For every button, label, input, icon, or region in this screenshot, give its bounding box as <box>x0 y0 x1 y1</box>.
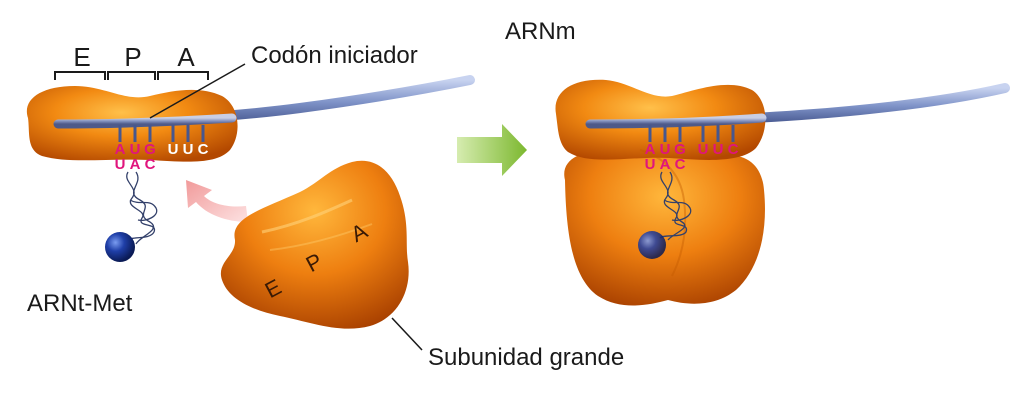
trna-structure-left <box>122 172 157 244</box>
anticodon-base-left-1: U <box>112 157 128 172</box>
codon-base-left-2: U <box>127 142 143 157</box>
anticodon-base-right-2: A <box>657 157 673 172</box>
met-ball-left <box>105 232 135 262</box>
subunidad-leader-line <box>392 318 422 350</box>
codon-base-left-5: U <box>180 142 196 157</box>
anticodon-base-left-2: A <box>127 157 143 172</box>
codon-base-left-6: C <box>195 142 211 157</box>
codon-base-right-5: U <box>710 142 726 157</box>
site-label-a: A <box>171 42 201 73</box>
large-subunit-right <box>564 150 765 306</box>
site-brackets <box>55 72 208 80</box>
codon-base-right-6: C <box>725 142 741 157</box>
met-ball-right <box>638 231 666 259</box>
codon-base-left-4: U <box>165 142 181 157</box>
codon-base-right-2: U <box>657 142 673 157</box>
codon-base-left-3: G <box>142 142 158 157</box>
anticodon-base-right-3: C <box>672 157 688 172</box>
anticodon-base-right-1: U <box>642 157 658 172</box>
pink-arrow <box>186 180 248 222</box>
codon-base-left-1: A <box>112 142 128 157</box>
subunidad-grande-label: Subunidad grande <box>428 344 624 372</box>
anticodon-base-left-3: C <box>142 157 158 172</box>
large-subunit-free <box>221 161 409 329</box>
site-label-p: P <box>118 42 148 73</box>
codon-iniciador-label: Codón iniciador <box>251 42 418 70</box>
arnt-met-label: ARNt-Met <box>27 290 132 318</box>
site-label-e: E <box>67 42 97 73</box>
codon-base-right-3: G <box>672 142 688 157</box>
arnm-label: ARNm <box>505 18 576 46</box>
codon-base-right-4: U <box>695 142 711 157</box>
green-arrow <box>457 124 527 176</box>
codon-base-right-1: A <box>642 142 658 157</box>
